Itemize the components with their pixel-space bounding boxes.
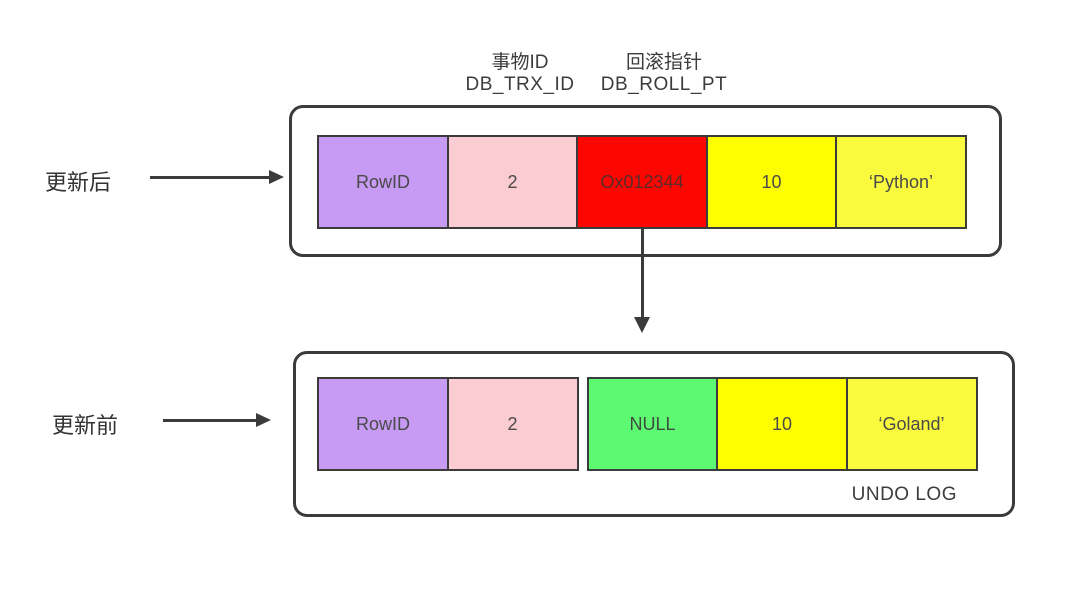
column-label-trx-id-en: DB_TRX_ID [465,74,575,95]
right-arrow-before-line [163,419,258,422]
after-update-row-box: RowID 2 Ox012344 10 ‘Python’ [289,105,1002,257]
side-label-before-update: 更新前 [52,413,119,438]
column-label-roll-pt-cn: 回滚指针 [625,52,703,73]
column-label-trx-id: 事物ID DB_TRX_ID [465,52,574,96]
cell-after-roll-ptr: Ox012344 [576,135,708,229]
column-label-trx-id-cn: 事物ID [491,52,549,73]
cell-before-roll-ptr-null: NULL [586,377,719,471]
cell-after-trx-id: 2 [446,135,579,229]
cell-after-col-10: 10 [705,135,838,229]
cell-before-col-10: 10 [716,377,848,471]
undo-log-cells: RowID 2 NULL 10 ‘Goland’ [317,377,978,471]
down-arrow-icon [634,317,650,333]
column-label-roll-pt: 回滚指针 DB_ROLL_PT [601,52,727,96]
right-arrow-after-icon [269,169,284,184]
cell-before-col-goland: ‘Goland’ [845,377,978,471]
cell-after-rowid: RowID [317,135,449,229]
cell-after-col-python: ‘Python’ [835,135,967,229]
right-arrow-after-line [150,176,271,179]
right-arrow-before-icon [256,412,271,427]
column-label-roll-pt-en: DB_ROLL_PT [600,74,728,95]
side-label-after-update: 更新后 [45,170,112,195]
undo-log-box: RowID 2 NULL 10 ‘Goland’ UNDO LOG [293,351,1015,517]
undo-log-tag: UNDO LOG [851,484,957,505]
down-arrow-line [641,228,644,318]
cell-before-trx-id: 2 [446,377,579,471]
after-update-cells: RowID 2 Ox012344 10 ‘Python’ [317,135,967,229]
cell-before-rowid: RowID [317,377,449,471]
